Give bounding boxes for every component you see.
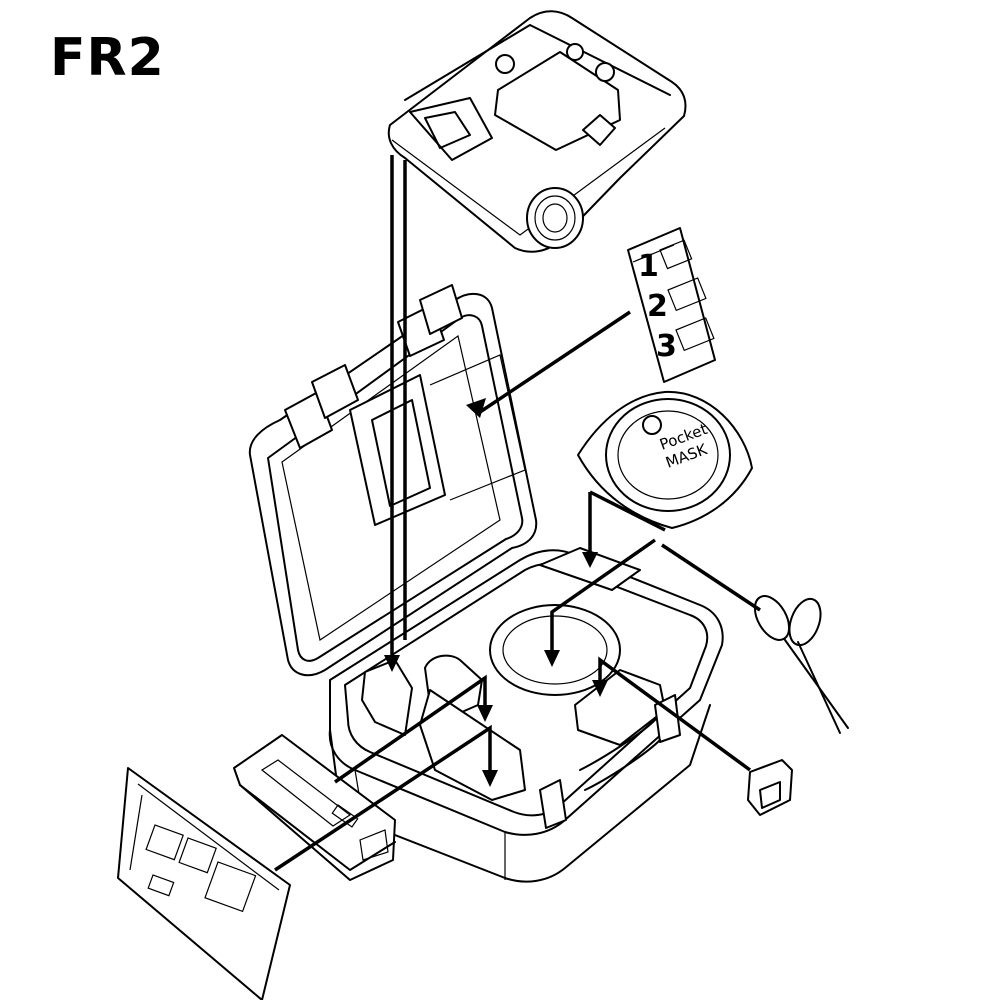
arrow-scissors [661,543,761,612]
arrow-mask-3-head [544,650,560,667]
arrow-pads-head [482,770,498,787]
page-title: FR2 [50,28,165,88]
aed-device [387,10,687,253]
arrow-mask-2 [589,490,666,532]
arrow-battery-head [477,705,493,722]
pocket-mask: Pocket MASK [577,390,753,529]
arrow-card-head [466,398,486,418]
arrow-battery [334,674,487,784]
case-base [328,547,724,883]
battery [233,734,396,881]
card-step-3: 3 [656,329,677,364]
placement-arrows [274,155,761,872]
arrow-adapter-head [592,680,608,697]
arrow-pads [274,724,492,872]
arrow-mask-1-head [582,552,598,568]
pads-package [117,767,291,1000]
scissors [753,595,849,734]
arrow-mask-3 [550,538,657,660]
card-step-2: 2 [647,289,668,324]
instruction-card: 1 2 3 [627,227,716,383]
arrow-aed-head [384,655,400,672]
arrow-card [479,310,631,414]
card-step-1: 1 [638,249,659,284]
adapter-key [747,759,793,816]
